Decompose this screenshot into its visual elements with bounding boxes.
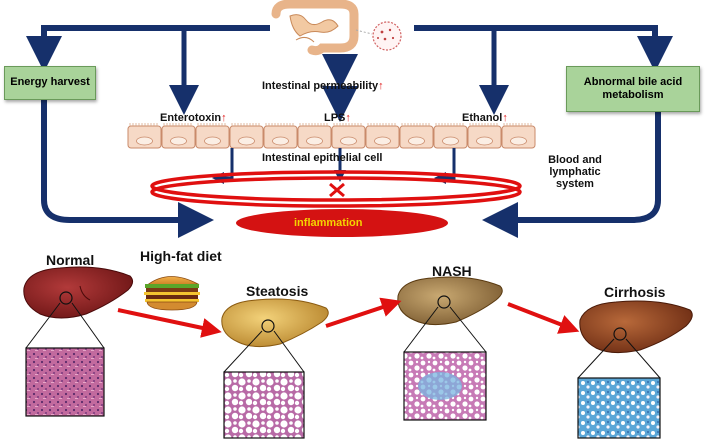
nash-histology — [403, 306, 487, 421]
brush-border — [367, 123, 396, 126]
epithelial-cell-nucleus — [306, 136, 323, 146]
epithelial-cell-nucleus — [510, 136, 527, 146]
blood-vessel — [150, 170, 522, 208]
normal-label: Normal — [46, 252, 95, 268]
epithelial-cell-nucleus — [238, 136, 255, 146]
top-arrows — [26, 25, 673, 238]
enterotoxin-label: Enterotoxin↑ — [160, 112, 227, 124]
lps-label: LPS↑ — [324, 112, 351, 124]
brush-border — [435, 123, 464, 126]
steatosis-liver — [221, 298, 329, 348]
microbiota-icon — [355, 21, 402, 51]
normal-liver — [23, 266, 134, 319]
epithelial-cell-nucleus — [170, 136, 187, 146]
cirrhosis-histology — [577, 338, 661, 439]
intestinal-permeability-text: Intestinal permeability — [262, 80, 379, 92]
epithelial-cell-nucleus — [476, 136, 493, 146]
high-fat-diet-label: High-fat diet — [140, 248, 222, 264]
enterotoxin-text: Enterotoxin — [160, 112, 222, 124]
brush-border — [469, 123, 498, 126]
epithelial-cell-label: Intestinal epithelial cell — [262, 152, 383, 164]
energy-harvest-box: Energy harvest — [4, 66, 96, 100]
brush-border — [163, 123, 192, 126]
epithelial-cell-nucleus — [136, 136, 153, 146]
nash-liver — [397, 276, 503, 326]
epithelial-cell-nucleus — [442, 136, 459, 146]
brush-border — [503, 123, 532, 126]
inflammation-ellipse — [236, 209, 448, 237]
abnormal-bile-label: Abnormal bile acid metabolism — [583, 75, 683, 101]
enterotoxin-up-arrow: ↑ — [221, 112, 227, 124]
brush-border — [231, 123, 260, 126]
steatosis-histology — [223, 330, 305, 439]
high-fat-diet-burger — [144, 276, 200, 311]
permeability-up-arrow: ↑ — [378, 80, 384, 92]
energy-harvest-label: Energy harvest — [10, 76, 90, 89]
brush-border — [129, 123, 158, 126]
progression-arrows — [117, 297, 580, 338]
epithelial-cell-nucleus — [272, 136, 289, 146]
blood-lymphatic-label: Blood and lymphatic system — [548, 154, 602, 191]
intestine-icon — [271, 0, 359, 56]
abnormal-bile-box: Abnormal bile acid metabolism — [566, 66, 700, 112]
epithelial-cell-nucleus — [374, 136, 391, 146]
ethanol-text: Ethanol — [462, 112, 503, 124]
inflammation-label: inflammation — [294, 217, 363, 229]
epithelial-cell-nucleus — [408, 136, 425, 146]
brush-border — [401, 123, 430, 126]
ethanol-label: Ethanol↑ — [462, 112, 508, 124]
epithelial-cell-nucleus — [204, 136, 221, 146]
lps-up-arrow: ↑ — [345, 112, 351, 124]
cirrhosis-liver — [579, 300, 693, 354]
steatosis-label: Steatosis — [246, 283, 309, 299]
normal-histology — [25, 302, 105, 417]
nash-label: NASH — [432, 263, 472, 279]
ethanol-up-arrow: ↑ — [502, 112, 508, 124]
brush-border — [299, 123, 328, 126]
epithelial-cell-row — [127, 123, 536, 149]
intestinal-permeability-label: Intestinal permeability↑ — [262, 80, 384, 92]
epithelial-cell-nucleus — [340, 136, 357, 146]
lps-text: LPS — [324, 112, 346, 124]
brush-border — [265, 123, 294, 126]
brush-border — [333, 123, 362, 126]
cirrhosis-label: Cirrhosis — [604, 284, 666, 300]
brush-border — [197, 123, 226, 126]
